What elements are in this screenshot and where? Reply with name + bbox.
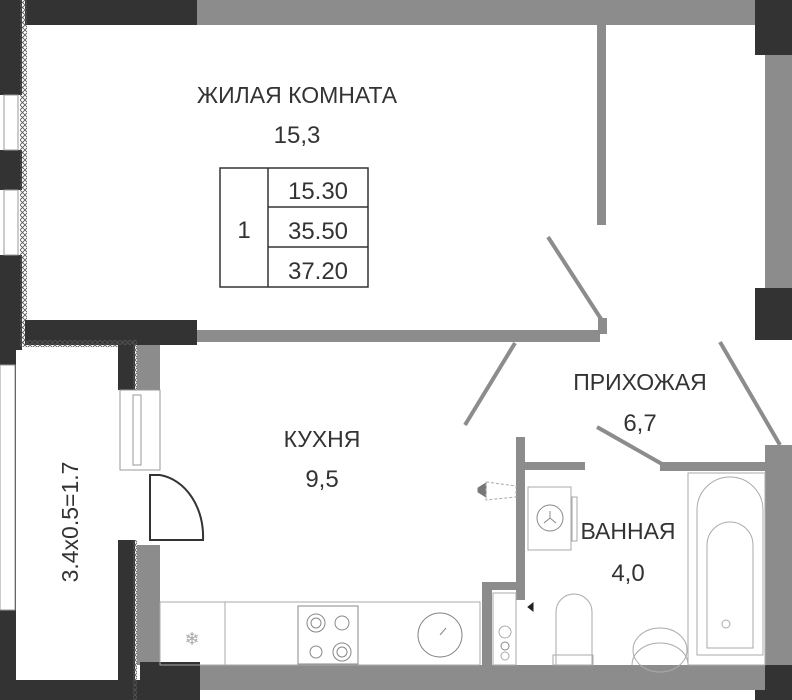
total-with-balcony-value: 37.20	[288, 258, 348, 285]
room-name-kitchen: КУХНЯ	[284, 426, 361, 452]
total-area-value: 35.50	[288, 218, 348, 245]
doors	[149, 235, 782, 541]
window-living	[3, 94, 19, 256]
living-area-value: 15.30	[288, 178, 348, 205]
area-summary-table	[219, 167, 369, 288]
room-name-hall: ПРИХОЖАЯ	[573, 369, 707, 395]
bath-fixtures	[477, 472, 766, 673]
window-kitchen	[119, 389, 161, 471]
room-area-living: 15,3	[274, 122, 321, 149]
snowflake-icon: ❄	[184, 629, 199, 649]
room-area-bath: 4,0	[611, 560, 644, 587]
rooms-count: 1	[237, 217, 250, 244]
kitchen-counter: ❄	[159, 601, 481, 666]
room-area-kitchen: 9,5	[305, 466, 338, 493]
room-name-bath: ВАННАЯ	[580, 518, 675, 544]
room-area-hall: 6,7	[623, 410, 656, 437]
room-name-living: ЖИЛАЯ КОМНАТА	[197, 82, 398, 108]
balcony-label: 3.4x0.5=1.7	[57, 462, 83, 583]
